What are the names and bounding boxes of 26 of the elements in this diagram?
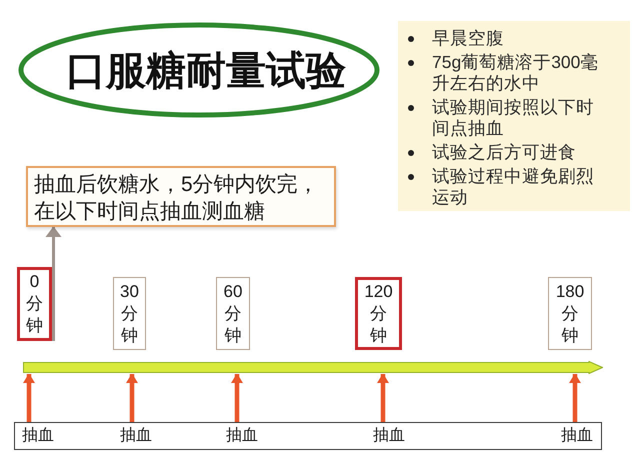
arrow xyxy=(126,374,138,423)
blood-draw-label: 抽血 xyxy=(373,423,409,449)
label-strip xyxy=(14,422,602,450)
instruction-box: 抽血后饮糖水，5分钟内饮完，在以下时间点抽血测血糖 xyxy=(26,166,336,227)
arrow xyxy=(377,374,389,423)
blood-draw-label: 抽血 xyxy=(22,423,58,449)
time-box: 60分钟 xyxy=(216,277,250,350)
time-box: 120分钟 xyxy=(355,277,402,350)
title-ellipse: 口服糖耐量试验 xyxy=(18,22,380,118)
note-panel xyxy=(398,21,630,211)
list-item: 早晨空腹 xyxy=(432,28,505,49)
arrow xyxy=(231,374,243,423)
time-box: 180分钟 xyxy=(548,277,592,350)
arrow xyxy=(46,226,62,341)
blood-draw-label: 抽血 xyxy=(561,423,597,449)
timeline-arrow xyxy=(23,361,603,374)
time-box: 30分钟 xyxy=(113,277,146,350)
blood-draw-label: 抽血 xyxy=(120,423,156,449)
list-item: 试验过程中避免剧烈运动 xyxy=(432,166,595,208)
blood-draw-label: 抽血 xyxy=(226,423,262,449)
time-box: 0分钟 xyxy=(17,267,52,341)
list-item: 75g葡萄糖溶于300毫升左右的水中 xyxy=(432,52,600,94)
list-item: 试验期间按照以下时间点抽血 xyxy=(432,97,595,139)
arrow xyxy=(569,374,581,423)
list-item: 试验之后方可进食 xyxy=(432,142,577,163)
arrow xyxy=(23,374,35,423)
